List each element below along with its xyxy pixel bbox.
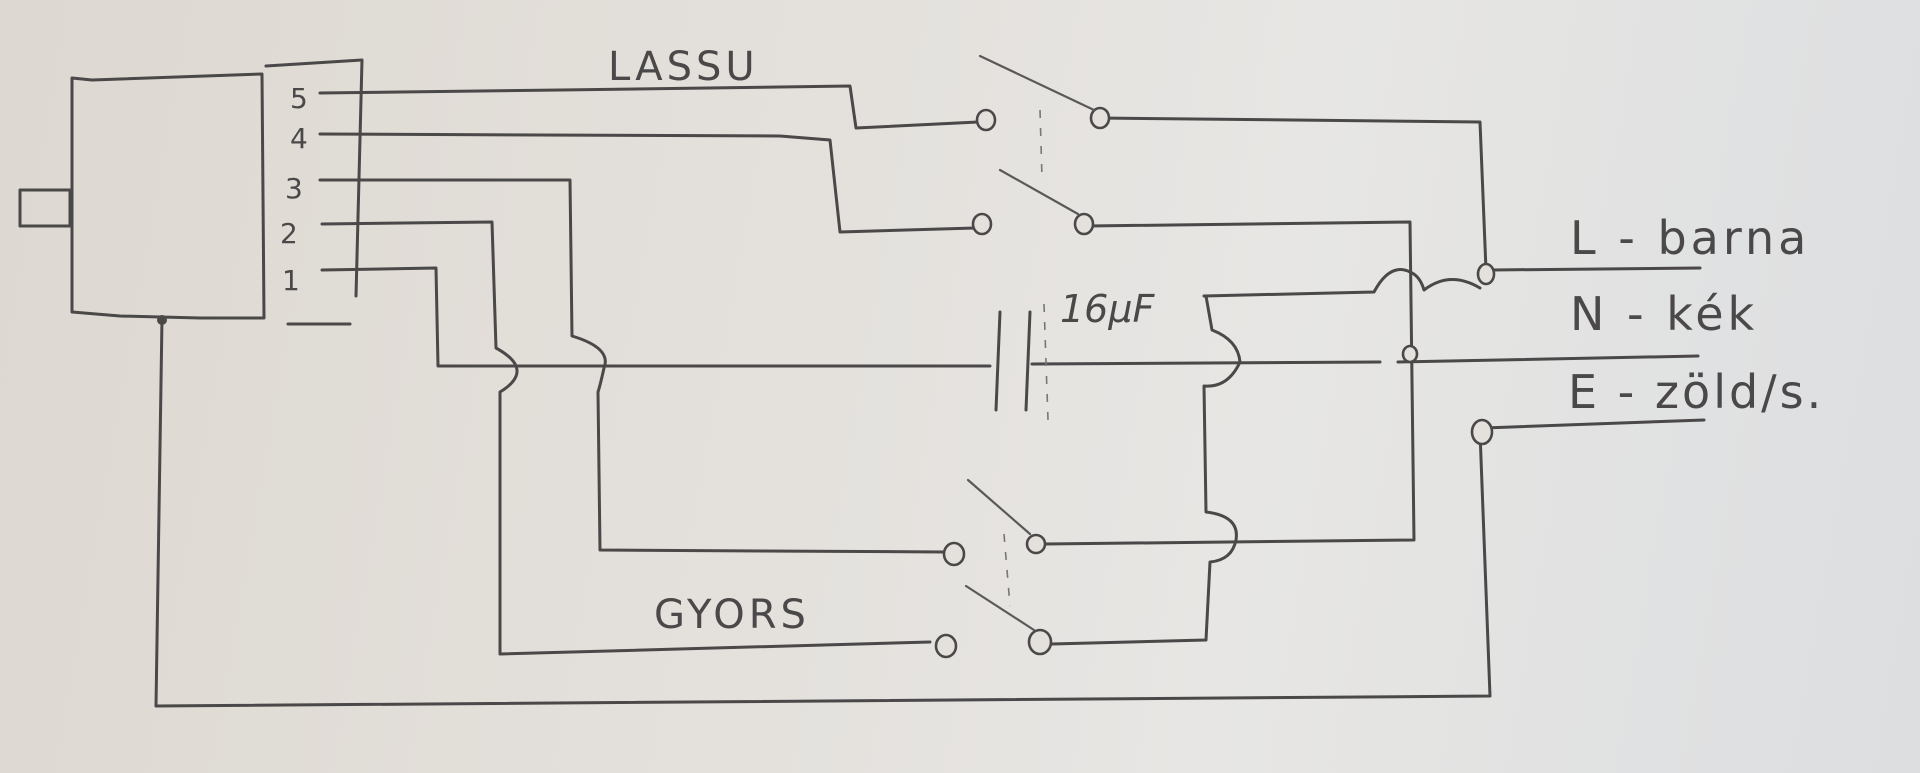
gyors-contact-3	[942, 541, 966, 567]
terminal-N	[1401, 344, 1419, 364]
lassu-contact-common-bottom	[1073, 212, 1095, 236]
wire-pin-3	[318, 178, 946, 554]
lassu-lever-bottom	[998, 168, 1080, 216]
label-earth: E - zöld/s.	[1568, 365, 1824, 419]
capacitor-plate-left	[994, 310, 1002, 412]
lassu-contact-4	[971, 212, 993, 236]
label-gyors: GYORS	[654, 592, 810, 638]
wire-lassu-lower-to-bus	[1043, 220, 1416, 546]
gyors-lever-top	[966, 478, 1032, 536]
terminal-L	[1476, 262, 1496, 286]
pin-1-label: 1	[282, 264, 300, 297]
lead-E	[1482, 418, 1706, 430]
lassu-contact-5	[975, 108, 997, 132]
wire-L-bus	[1202, 268, 1482, 298]
capacitor-plate-right	[1024, 310, 1032, 412]
gyors-contact-common-bottom	[1027, 628, 1053, 656]
gyors-contact-2	[934, 633, 958, 659]
wire-earth	[154, 316, 1492, 708]
pin-5-label: 5	[290, 82, 308, 115]
wire-capacitor-right	[1030, 360, 1382, 366]
motor-body	[70, 72, 266, 320]
wire-pin-1	[320, 266, 992, 368]
terminal-block	[264, 58, 364, 326]
lassu-lever-top	[978, 54, 1096, 112]
label-lassu: LASSU	[608, 44, 759, 90]
lassu-contact-common-top	[1089, 106, 1111, 130]
wire-pin-4	[318, 132, 977, 234]
wire-to-neutral	[1396, 354, 1700, 364]
wire-pin-5	[318, 84, 980, 130]
motor-earth-point	[157, 315, 167, 325]
pin-2-label: 2	[280, 217, 298, 250]
label-capacitor: 16µF	[1060, 287, 1156, 331]
pin-3-label: 3	[285, 172, 303, 205]
gyors-lever-bottom	[964, 584, 1036, 632]
gyors-contact-common-top	[1025, 533, 1047, 555]
pin-4-label: 4	[290, 122, 308, 155]
label-neutral: N - kék	[1570, 287, 1758, 341]
wire-gyors-cap-link	[1050, 294, 1242, 646]
wire-pin-2	[320, 220, 932, 656]
wire-lassu-to-L	[1096, 116, 1488, 272]
lead-L	[1490, 266, 1702, 272]
label-line: L - barna	[1570, 211, 1810, 265]
motor-shaft	[18, 188, 72, 228]
terminal-E	[1470, 418, 1494, 446]
